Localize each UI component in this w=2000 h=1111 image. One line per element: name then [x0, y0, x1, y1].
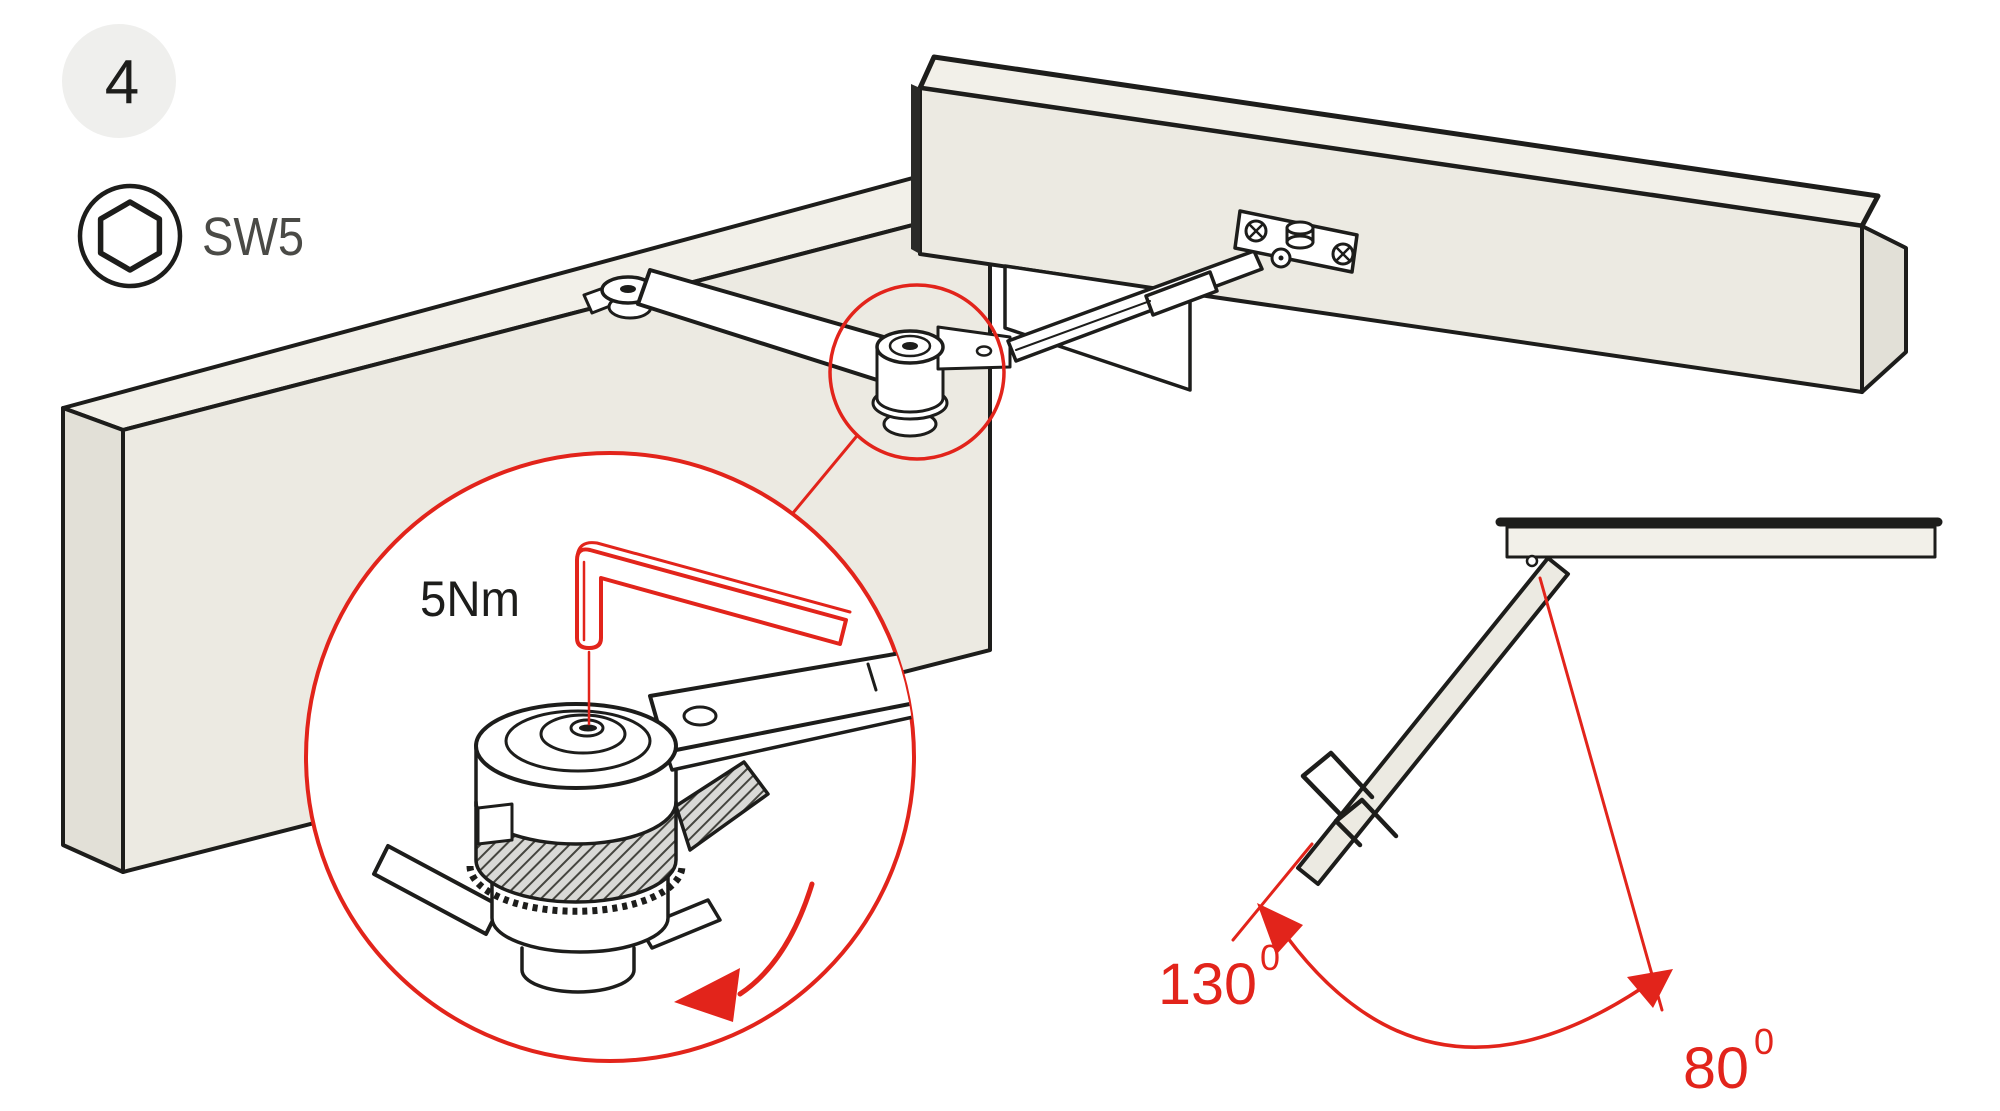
bracket-screw-1	[1244, 219, 1268, 243]
step-badge-circle	[62, 24, 176, 138]
open-position-line	[1231, 842, 1314, 942]
frame-bracket	[1233, 209, 1359, 274]
tool-size-label: SW5	[202, 207, 304, 267]
pinion-center	[620, 285, 636, 293]
latch-position-line	[1538, 576, 1664, 1012]
diagram-hinge-point	[1525, 554, 1539, 568]
diagram-door-leaf	[1296, 556, 1570, 886]
rod-collar	[1144, 270, 1219, 317]
angle-labels: 130 0 80 0	[1158, 937, 1774, 1101]
diagram-frame-bar	[1505, 525, 1937, 559]
swing-arc	[1285, 935, 1644, 1049]
detail-bubble: 5Nm	[304, 451, 916, 1063]
arc-arrowhead-left	[1257, 903, 1303, 955]
latch-angle-sup: 0	[1754, 1021, 1774, 1062]
clamp-band-end	[674, 760, 770, 852]
step-badge: 4	[62, 24, 176, 138]
arm-plate-hole	[682, 705, 718, 727]
arc-arrowhead-right	[1627, 969, 1673, 1008]
hex-socket-screw	[579, 724, 597, 732]
clamp-band	[474, 800, 678, 904]
step-number: 4	[105, 48, 139, 117]
frame-left-edge	[911, 84, 920, 254]
opening-angle-label: 130	[1158, 952, 1257, 1017]
allen-key-icon	[575, 541, 852, 726]
mech-foot	[520, 946, 636, 994]
closer-rod	[1006, 249, 1264, 363]
tool-indicator: SW5	[77, 183, 304, 289]
bracket-screw-2	[1331, 242, 1355, 266]
rotate-counterclockwise-arrow-icon	[674, 881, 815, 1022]
knurled-edge	[466, 865, 686, 915]
callout-circle	[828, 283, 1006, 461]
frame-end-face	[1860, 224, 1908, 394]
callout-leader-line	[786, 435, 858, 521]
adjustment-screw-socket	[902, 342, 918, 350]
torque-label: 5Nm	[420, 571, 520, 627]
bracket-pin	[1285, 220, 1315, 236]
latch-angle-label: 80	[1683, 1036, 1749, 1101]
hex-socket-icon	[77, 183, 183, 289]
detail-mechanism	[372, 646, 914, 994]
callout-marker	[786, 283, 1006, 521]
diagram-slide-bracket	[1300, 750, 1399, 848]
opening-angle-sup: 0	[1260, 937, 1280, 978]
angle-linework	[1231, 576, 1664, 1049]
door-edge-face	[61, 406, 125, 874]
angle-diagram: 130 0 80 0	[1158, 517, 1943, 1101]
arm-elbow-unit	[871, 325, 1012, 438]
